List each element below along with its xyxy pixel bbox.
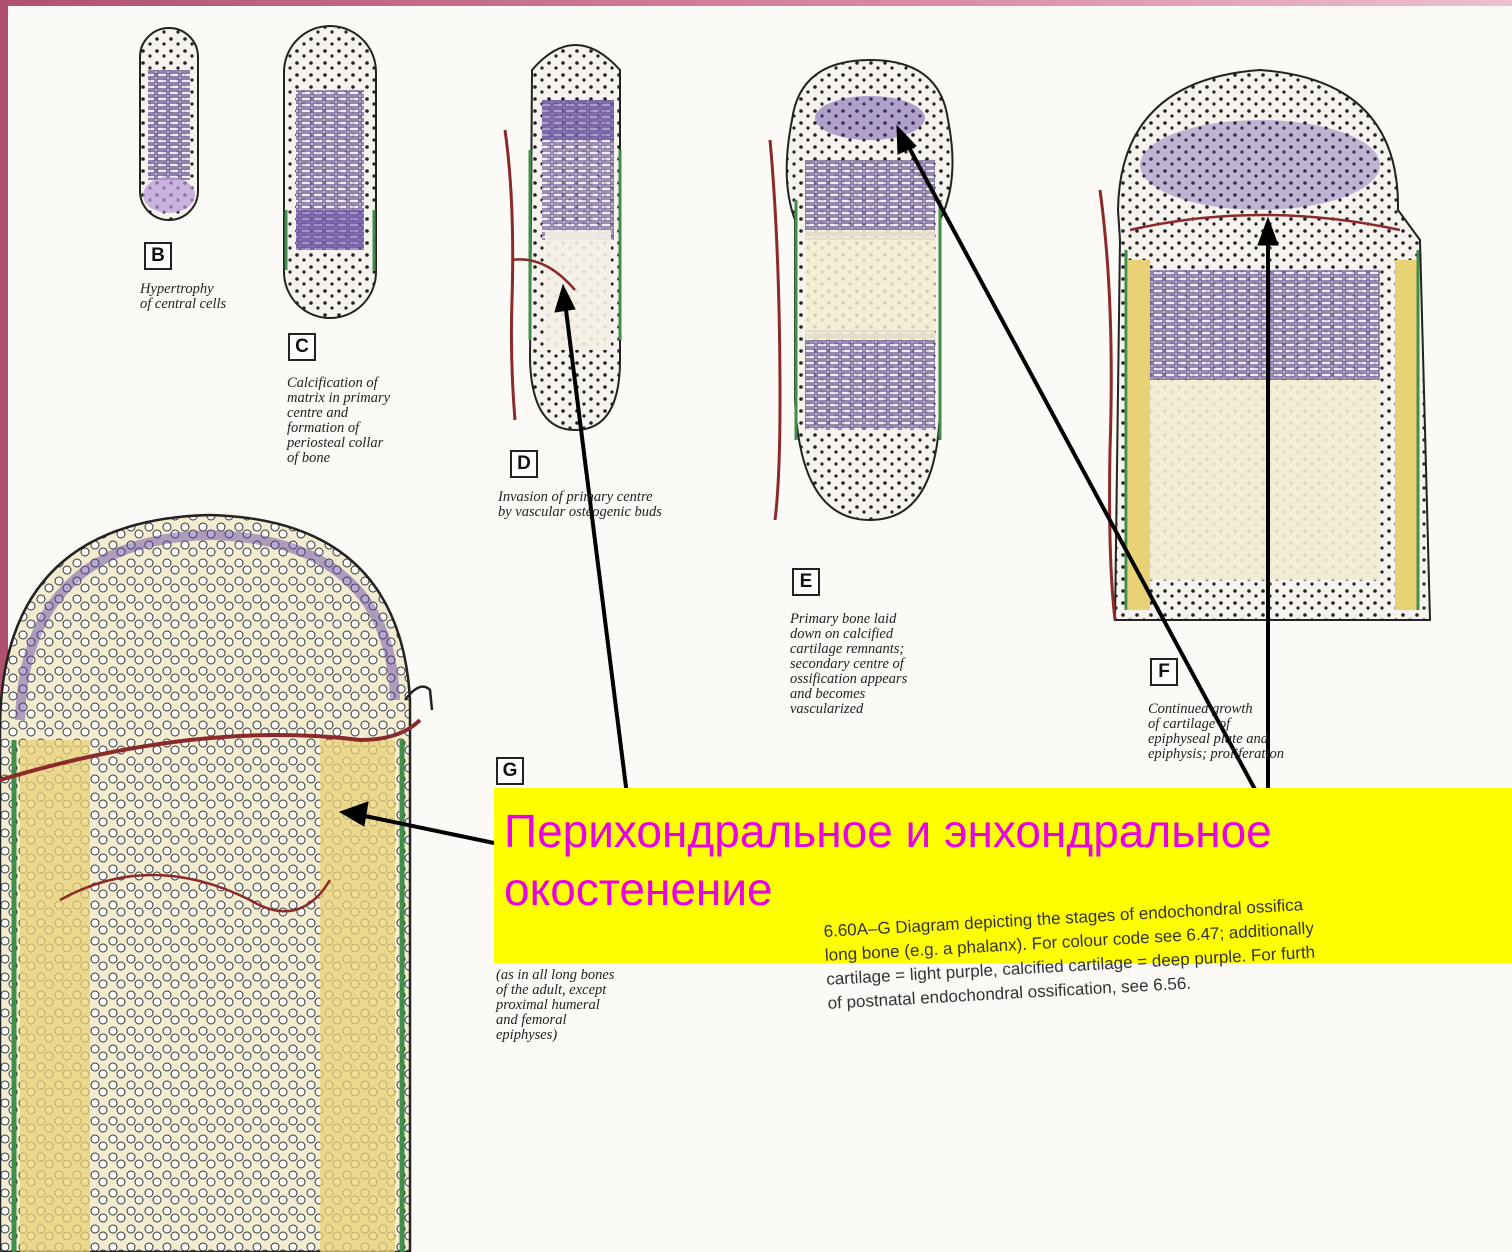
stage-e-caption: Primary bone laid down on calcified cart… (790, 612, 907, 717)
stage-b-caption: Hypertrophy of central cells (140, 282, 226, 312)
stage-c-illustration (284, 26, 376, 318)
stage-e-illustration (770, 60, 953, 520)
stage-g-caption: (as in all long bones of the adult, exce… (496, 968, 614, 1043)
stage-g-illustration (0, 515, 432, 1252)
stage-g-letter: G (496, 757, 524, 785)
stage-e-letter: E (792, 568, 820, 596)
stage-d-illustration (505, 45, 620, 430)
stage-b-letter: B (144, 242, 172, 270)
stage-d-letter: D (510, 450, 538, 478)
stage-f-caption: Continued growth of cartilage of epiphys… (1148, 702, 1284, 762)
stage-f-illustration (1100, 70, 1430, 620)
stage-c-caption: Calcification of matrix in primary centr… (287, 376, 390, 466)
banner-line-2: окостенение (504, 863, 773, 915)
stage-d-caption: Invasion of primary centre by vascular o… (498, 490, 662, 520)
banner-line-1: Перихондральное и энхондральное (504, 805, 1272, 857)
stage-b-illustration (140, 28, 198, 220)
stage-c-letter: C (288, 333, 316, 361)
stage-f-letter: F (1150, 658, 1178, 686)
